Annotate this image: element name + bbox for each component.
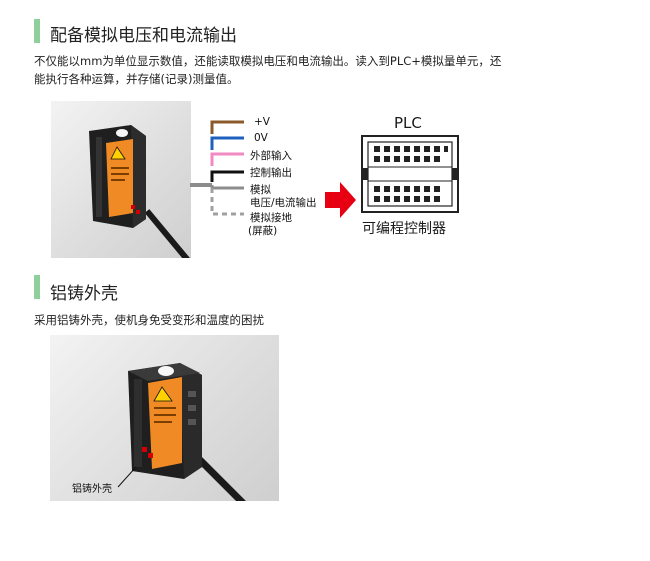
wire-line xyxy=(210,188,244,216)
callout-label: 铝铸外壳 xyxy=(72,484,112,495)
plc-title: PLC xyxy=(394,114,422,132)
wire-lines xyxy=(210,120,244,216)
wire-line xyxy=(210,170,244,182)
wire-label: +V xyxy=(254,116,270,128)
arrow-icon xyxy=(325,182,356,218)
wire-line xyxy=(210,120,244,134)
sensor-photo xyxy=(51,101,191,258)
section-description: 不仅能以mm为单位显示数值，还能读取模拟电压和电流输出。读入到PLC+模拟量单元… xyxy=(34,52,624,88)
section-title: 配备模拟电压和电流输出 xyxy=(50,26,237,46)
wire-label: 0V xyxy=(254,132,268,144)
wire-line xyxy=(210,185,244,190)
description-line: 不仅能以mm为单位显示数值，还能读取模拟电压和电流输出。读入到PLC+模拟量单元… xyxy=(34,54,502,68)
wire-label: 控制输出 xyxy=(250,167,292,179)
sensor-illustration xyxy=(89,125,190,258)
section-accent-bar xyxy=(34,275,40,299)
wire-label: 电压/电流输出 xyxy=(250,197,317,209)
section-accent-bar xyxy=(34,19,40,43)
wire-label: 模拟接地 xyxy=(250,212,292,224)
description-line: 能执行各种运算，并存储(记录)测量值。 xyxy=(34,72,239,86)
section-title: 铝铸外壳 xyxy=(50,284,118,304)
plc-caption: 可编程控制器 xyxy=(362,221,446,237)
sensor-illustration xyxy=(117,363,246,501)
wiring-diagram xyxy=(190,120,356,218)
wire-line xyxy=(210,136,244,150)
plc-icon xyxy=(361,135,459,213)
section-description: 采用铝铸外壳，使机身免受变形和温度的困扰 xyxy=(34,313,264,327)
wire-label: 外部输入 xyxy=(250,150,292,162)
wire-line xyxy=(210,152,244,166)
sensor-photo xyxy=(50,335,279,501)
wire-label: 模拟 xyxy=(250,184,271,196)
wire-label: (屏蔽) xyxy=(248,225,278,237)
